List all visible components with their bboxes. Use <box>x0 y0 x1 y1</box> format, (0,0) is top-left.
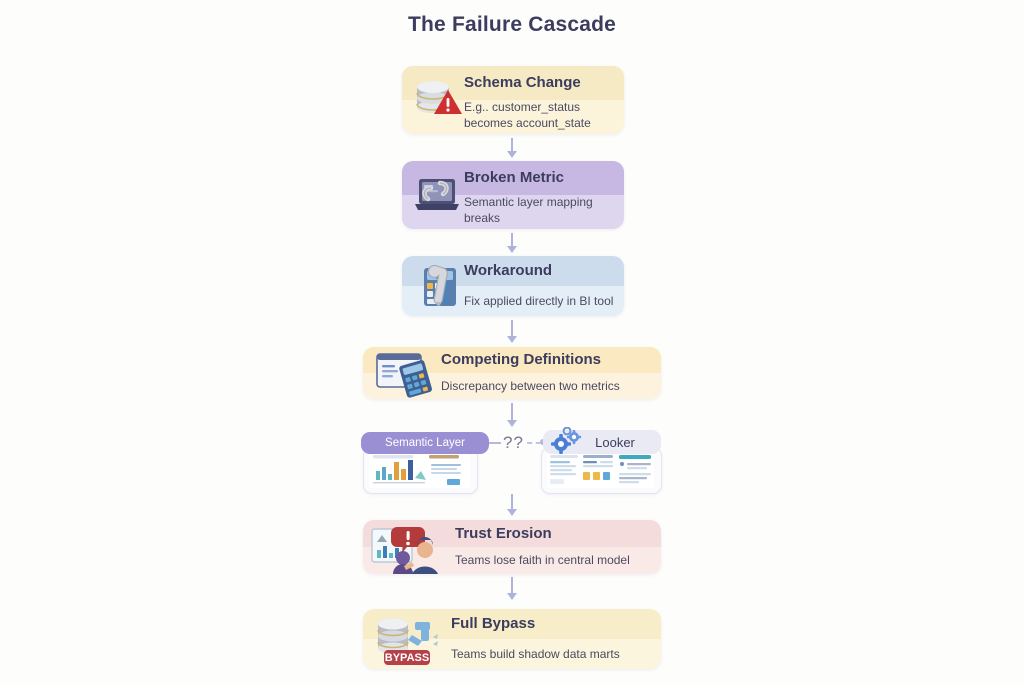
node-schema-change[interactable]: Schema Change E.g.. customer_status beco… <box>402 66 624 134</box>
split-connector-question: ?? <box>503 433 524 452</box>
node-schema-change-subtitle: E.g.. customer_status becomes account_st… <box>464 99 591 131</box>
split-connector-right <box>527 442 541 444</box>
node-full-bypass-title: Full Bypass <box>451 615 536 633</box>
edge-1-head <box>507 151 517 158</box>
dashboard-calculator-icon <box>373 347 443 399</box>
node-workaround-subtitle: Fix applied directly in BI tool <box>464 293 614 308</box>
page-title: The Failure Cascade <box>407 13 617 36</box>
bar-chart-dashboard-icon <box>369 452 470 488</box>
node-broken-metric-body: Semantic layer mapping breaks <box>402 195 624 229</box>
semantic-layer-chip[interactable]: Semantic Layer <box>361 432 489 454</box>
node-broken-metric-title: Broken Metric <box>464 169 565 187</box>
node-competing-definitions-subtitle: Discrepancy between two metrics <box>441 378 620 393</box>
laptop-broken-chain-icon <box>410 169 466 221</box>
node-broken-metric-subtitle-line1: Semantic layer mapping <box>464 194 593 209</box>
edge-1 <box>511 138 513 152</box>
bypass-badge-label: BYPASS <box>385 652 429 664</box>
edge-3-head <box>507 336 517 343</box>
node-competing-definitions[interactable]: Competing Definitions Discrepancy betwee… <box>363 347 661 399</box>
node-trust-erosion-title: Trust Erosion <box>455 524 552 542</box>
node-broken-metric-subtitle-line2: breaks <box>464 211 501 225</box>
node-trust-erosion[interactable]: Trust Erosion Teams lose faith in centra… <box>363 520 661 574</box>
edge-5 <box>511 494 513 510</box>
node-competing-definitions-title: Competing Definitions <box>441 351 601 369</box>
node-trust-erosion-subtitle: Teams lose faith in central model <box>455 553 630 568</box>
edge-6-head <box>507 593 517 600</box>
node-full-bypass-header: Full Bypass <box>363 609 661 639</box>
edge-4 <box>511 403 513 421</box>
gear-icon <box>549 427 589 455</box>
edge-3 <box>511 320 513 337</box>
gears-dashboard-icon <box>547 452 654 488</box>
database-warning-icon <box>410 74 466 126</box>
edge-2-head <box>507 246 517 253</box>
node-workaround[interactable]: Workaround Fix applied directly in BI to… <box>402 256 624 316</box>
database-bypass-icon: BYPASS <box>371 611 453 667</box>
node-full-bypass-subtitle: Teams build shadow data marts <box>451 646 620 661</box>
people-alert-icon <box>369 520 455 574</box>
node-trust-erosion-body: Teams lose faith in central model <box>363 547 661 574</box>
looker-chip-label: Looker <box>595 434 635 450</box>
node-schema-change-subtitle-line1: E.g.. customer_status <box>464 99 581 114</box>
node-full-bypass[interactable]: Full Bypass Teams build shadow data mart… <box>363 609 661 669</box>
edge-4-head <box>507 420 517 427</box>
node-broken-metric-subtitle: Semantic layer mapping breaks <box>464 194 593 226</box>
edge-5-head <box>507 509 517 516</box>
edge-6 <box>511 577 513 594</box>
node-schema-change-title: Schema Change <box>464 74 581 92</box>
calculator-wrench-icon: 123 <box>410 260 466 312</box>
node-schema-change-body: E.g.. customer_status becomes account_st… <box>402 100 624 134</box>
node-workaround-title: Workaround <box>464 262 553 280</box>
semantic-layer-chip-label: Semantic Layer <box>385 437 465 449</box>
node-schema-change-subtitle-line2: becomes account_state <box>464 116 591 130</box>
node-broken-metric[interactable]: Broken Metric Semantic layer mapping bre… <box>402 161 624 229</box>
split-connector-left <box>489 442 501 444</box>
edge-2 <box>511 233 513 247</box>
